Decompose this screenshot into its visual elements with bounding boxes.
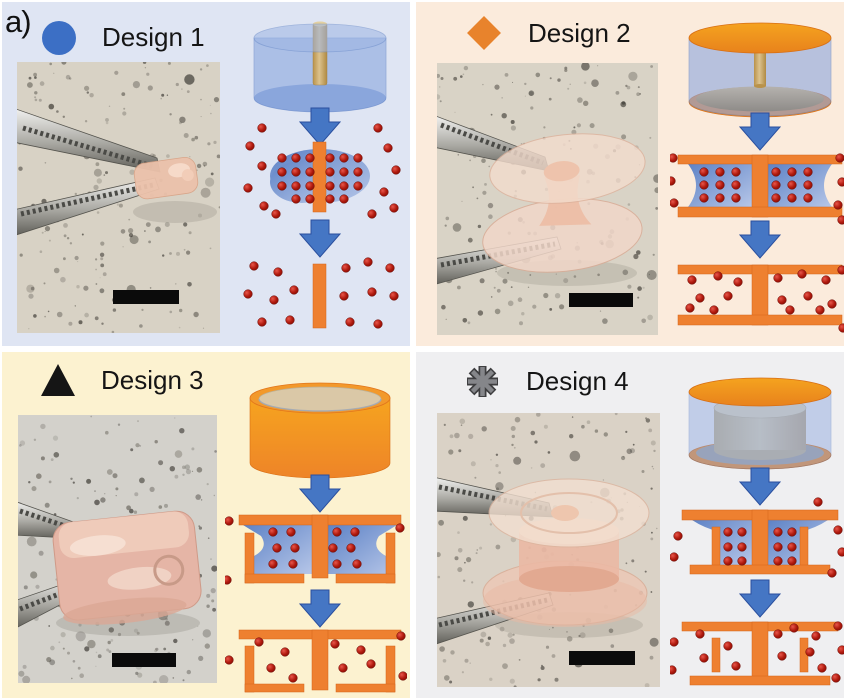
design-2-label: Design 2 [528,17,631,48]
scale-bar [569,293,633,307]
scaffold-strut [312,141,327,213]
scaffold-sample [52,510,202,625]
design-3-schematic [225,382,407,693]
design-2-header: Design 2 [465,14,631,52]
asterisk-marker-icon [467,366,498,397]
design-3-photo [18,415,217,683]
scaffold-sample [482,478,650,627]
design-4-panel: Design 4 [416,352,844,698]
design-2-schematic [670,22,844,333]
circle-marker-icon [42,21,76,55]
panel-letter: a) [5,4,32,39]
design-4-label: Design 4 [526,366,629,396]
design-2-panel: Design 2 [416,2,844,346]
design-1-header: Design 1 [41,18,205,56]
design-1-panel: a) Design 1 [2,2,410,346]
down-arrow-icon [299,219,341,258]
down-arrow-icon [739,220,781,259]
scale-bar [569,651,635,665]
scale-bar [112,653,176,667]
design-4-photo [437,413,660,687]
mold-cylinder [688,22,832,118]
scaffold-mold-section [238,514,402,584]
design-3-label: Design 3 [101,364,204,395]
gel-with-particles [225,514,405,585]
object-shadow [133,201,217,223]
design-4-schematic [670,377,844,686]
diamond-marker-icon [467,16,501,50]
down-arrow-icon [299,107,341,146]
final-scaffold [225,629,407,693]
final-scaffold [670,621,844,686]
scaffold-sample [482,133,646,273]
mold-cylinder [688,377,832,470]
design-2-photo [437,63,658,335]
triangle-marker-icon [41,364,75,396]
down-arrow-icon [739,579,781,618]
final-scaffold [677,264,844,333]
gel-with-particles [670,497,844,578]
design-3-panel: Design 3 [2,352,410,698]
down-arrow-icon [739,112,781,151]
design-1-photo [17,62,220,333]
gel-with-particles [243,123,401,219]
down-arrow-icon [299,474,341,513]
design-1-schematic [243,21,401,329]
design-4-header: Design 4 [464,363,629,400]
scaffold-sample [133,157,199,200]
design-3-header: Design 3 [40,362,204,398]
scaffold-section [681,509,839,575]
mold-cylinder [249,382,391,479]
design-1-label: Design 1 [102,21,205,52]
mold-cylinder [253,21,387,113]
down-arrow-icon [739,467,781,506]
down-arrow-icon [299,589,341,628]
scale-bar [113,290,179,304]
final-scaffold [243,257,399,329]
gel-with-particles [670,153,844,225]
